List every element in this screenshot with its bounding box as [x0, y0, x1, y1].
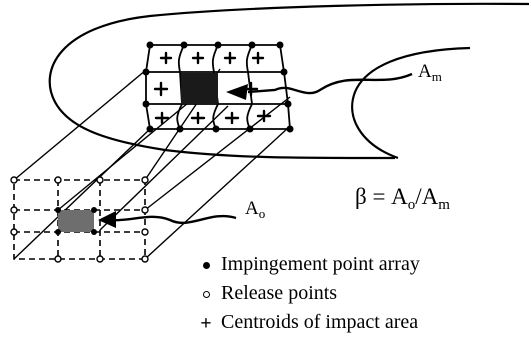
centroid-plus	[256, 109, 272, 123]
release-point	[10, 206, 18, 214]
projection-lines	[13, 68, 291, 260]
legend-text: Centroids of impact area	[221, 311, 419, 333]
legend-text: Release points	[221, 282, 338, 304]
arrowhead-am	[226, 84, 248, 100]
beta-equation: β = Ao/Am	[355, 184, 450, 213]
impingement-point	[284, 100, 292, 108]
release-point	[141, 228, 149, 236]
release-point	[10, 176, 18, 184]
release-points	[10, 176, 149, 263]
impingement-point	[142, 100, 150, 108]
impingement-point	[142, 68, 150, 76]
legend-item-impingement: Impingement point array	[197, 253, 420, 276]
release-point	[54, 176, 62, 184]
release-area-corners	[55, 207, 97, 235]
release-point	[96, 176, 104, 184]
impingement-point	[280, 68, 288, 76]
label-ao: Ao	[245, 198, 265, 221]
centroid-plus	[191, 51, 205, 65]
centroid-plus	[224, 111, 240, 125]
impingement-point	[246, 125, 254, 133]
release-point	[141, 206, 149, 214]
body-outline	[48, 2, 529, 160]
centroid-plus	[159, 51, 173, 65]
centroid-plus	[251, 51, 265, 65]
centroid-plus	[190, 111, 206, 125]
legend-item-centroid: + Centroids of impact area	[197, 311, 418, 334]
impingement-point	[286, 125, 294, 133]
centroid-markers	[153, 51, 272, 125]
impingement-point	[248, 41, 256, 49]
release-point	[141, 176, 149, 184]
centroid-plus	[223, 51, 237, 65]
impact-area-am	[181, 73, 218, 104]
impingement-point	[214, 41, 222, 49]
release-point	[10, 228, 18, 236]
arrow-ao	[109, 214, 237, 225]
pointer-arrows	[109, 72, 413, 225]
filled-dot-icon	[197, 253, 215, 276]
open-dot-icon	[197, 282, 215, 305]
arrow-am	[247, 72, 413, 95]
impingement-point	[176, 125, 184, 133]
impingement-point	[146, 125, 154, 133]
impingement-point	[146, 41, 154, 49]
release-point	[54, 255, 62, 263]
legend-item-release: Release points	[197, 282, 337, 305]
release-point	[141, 255, 149, 263]
release-point	[96, 255, 104, 263]
release-area-ao	[58, 210, 94, 232]
impingement-point	[212, 125, 220, 133]
label-am: Am	[418, 61, 442, 84]
impingement-point	[180, 41, 188, 49]
legend-text: Impingement point array	[221, 253, 420, 275]
centroid-plus	[153, 81, 169, 97]
arrowhead-ao	[98, 211, 116, 228]
impingement-points	[142, 41, 294, 133]
centroid-plus	[154, 111, 170, 125]
impingement-point	[276, 41, 284, 49]
plus-icon: +	[200, 312, 212, 335]
